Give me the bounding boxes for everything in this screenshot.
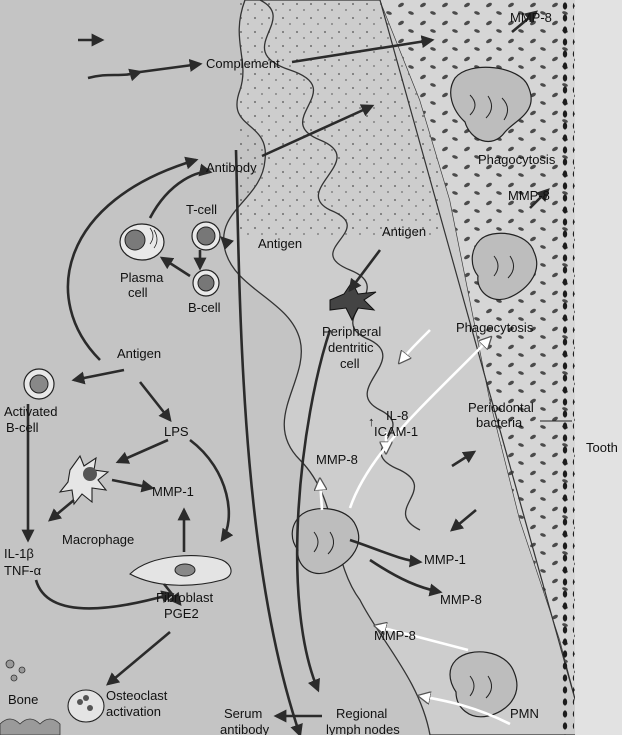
b-cell-icon xyxy=(193,270,219,296)
mmp8-top-label: MMP-8 xyxy=(510,10,552,25)
icam1-label: ICAM-1 xyxy=(374,424,418,439)
antigen-top-label: Antigen xyxy=(382,224,426,239)
bacteria-line: Periodontal xyxy=(468,400,534,415)
tooth-plaque xyxy=(560,0,574,735)
mmp1-right-label: MMP-1 xyxy=(424,552,466,567)
il8-label: IL-8 xyxy=(386,408,408,423)
osteoclast-icon xyxy=(68,690,104,722)
osteoclast-line: activation xyxy=(106,704,161,719)
phagocytosis-mid-label: Phagocytosis xyxy=(456,320,534,335)
serum-line: antibody xyxy=(220,722,270,735)
complement-label: Complement xyxy=(206,56,280,71)
mmp8-bottom-label: MMP-8 xyxy=(374,628,416,643)
pmn-label: PMN xyxy=(510,706,539,721)
t-cell-label: T-cell xyxy=(186,202,217,217)
macrophage-label: Macrophage xyxy=(62,532,134,547)
antibody-label: Antibody xyxy=(206,160,257,175)
activated-b-cell-icon xyxy=(24,369,54,399)
b-cell-label: B-cell xyxy=(188,300,221,315)
plasma-cell-line: cell xyxy=(128,285,148,300)
serum-antibody-label: Serum antibody xyxy=(220,706,270,735)
plasma-cell-icon xyxy=(120,224,164,260)
dendritic-line: Peripheral xyxy=(322,324,381,339)
phagocytosis-top-label: Phagocytosis xyxy=(478,152,556,167)
osteoclast-line: Osteoclast xyxy=(106,688,168,703)
tnfa-label: TNF-α xyxy=(4,563,42,578)
antigen-mid-label: Antigen xyxy=(258,236,302,251)
mmp1-left-label: MMP-1 xyxy=(152,484,194,499)
mmp8-mid-label: MMP-8 xyxy=(508,188,550,203)
il1b-label: IL-1β xyxy=(4,546,34,561)
mmp8-lower-label: MMP-8 xyxy=(440,592,482,607)
fibroblast-label: Fibroblast xyxy=(156,590,213,605)
activated-b-line: Activated xyxy=(4,404,57,419)
regional-lymph-nodes-label: Regional lymph nodes xyxy=(326,706,400,735)
serum-line: Serum xyxy=(224,706,262,721)
plasma-cell-line: Plasma xyxy=(120,270,164,285)
pge2-label: PGE2 xyxy=(164,606,199,621)
dendritic-line: cell xyxy=(340,356,360,371)
lymph-line: lymph nodes xyxy=(326,722,400,735)
mmp8-left-label: MMP-8 xyxy=(316,452,358,467)
dendritic-line: dentritic xyxy=(328,340,374,355)
tooth-surface xyxy=(575,0,622,735)
bacteria-line: bacteria xyxy=(476,415,523,430)
pmn-icon xyxy=(450,652,517,717)
antigen-left-label: Antigen xyxy=(117,346,161,361)
lymph-line: Regional xyxy=(336,706,387,721)
activated-b-line: B-cell xyxy=(6,420,39,435)
tooth-label: Tooth xyxy=(586,440,618,455)
il8-up-arrow: ↑ xyxy=(368,414,375,429)
lps-label: LPS xyxy=(164,424,189,439)
bone-label: Bone xyxy=(8,692,38,707)
t-cell-icon xyxy=(192,222,220,250)
